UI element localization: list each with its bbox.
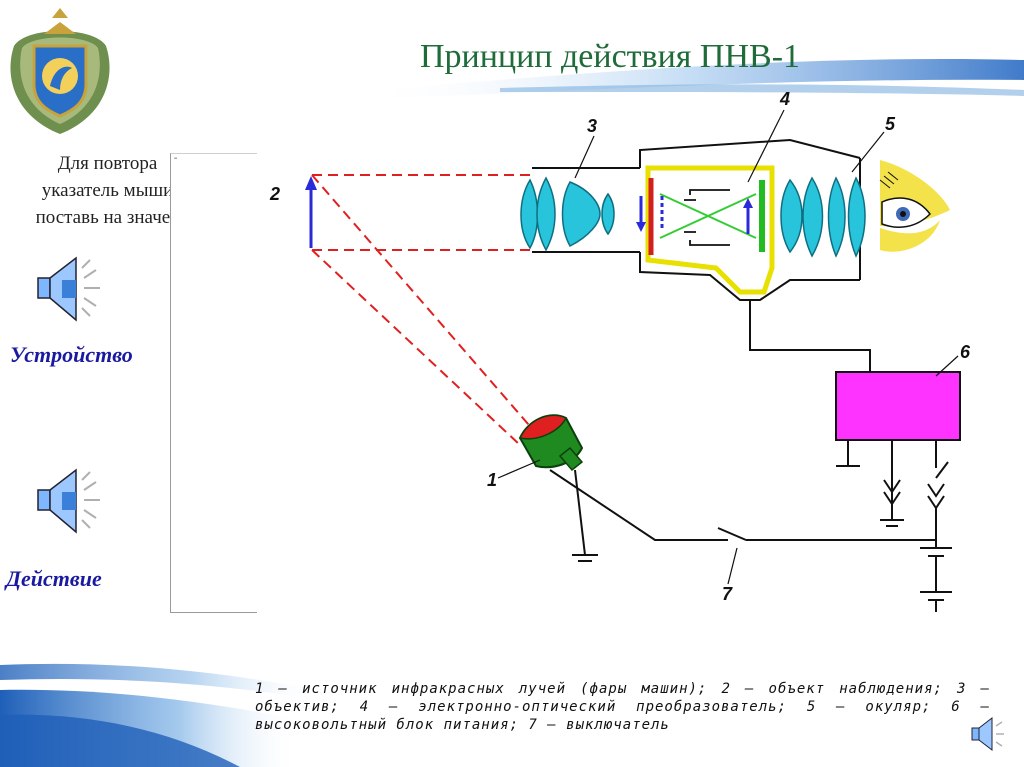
label-object: 2 <box>269 184 280 204</box>
device-button[interactable]: Устройство <box>10 342 133 367</box>
ir-beams <box>311 174 536 446</box>
label-objective: 3 <box>587 116 597 136</box>
label-switch: 7 <box>722 584 733 604</box>
hint-line: указатель мыши <box>41 180 174 201</box>
panel-marker: ≡ <box>174 156 178 162</box>
wiring <box>549 300 952 612</box>
emblem-logo <box>10 8 110 134</box>
image-converter <box>636 165 775 295</box>
hint-line: Для повтора <box>57 153 158 174</box>
observed-object-arrow <box>305 176 317 248</box>
label-power-unit: 6 <box>960 342 971 362</box>
speaker-icon[interactable] <box>36 250 116 330</box>
figure-legend: 1 — источник инфракрасных лучей (фары ма… <box>255 681 990 733</box>
slide-title: Принцип действия ПНВ-1 <box>419 38 801 75</box>
ir-source-lamp <box>518 414 584 472</box>
repeat-hint: Для повтора указатель мыши поставь на зн… <box>0 150 215 231</box>
objective-lenses <box>520 176 615 252</box>
label-source: 1 <box>487 470 497 490</box>
night-vision-diagram: 2 3 4 5 <box>269 90 971 612</box>
content-panel <box>170 153 257 613</box>
hint-line: поставь на значек <box>35 207 180 228</box>
speaker-icon[interactable] <box>36 462 116 542</box>
speaker-icon[interactable] <box>970 712 1010 756</box>
action-button[interactable]: Действие <box>6 566 102 591</box>
label-eyepiece: 5 <box>885 114 896 134</box>
eyepiece-lenses <box>780 176 866 258</box>
power-unit-block <box>835 371 961 441</box>
label-converter: 4 <box>779 90 790 109</box>
eye-illustration <box>879 160 950 252</box>
